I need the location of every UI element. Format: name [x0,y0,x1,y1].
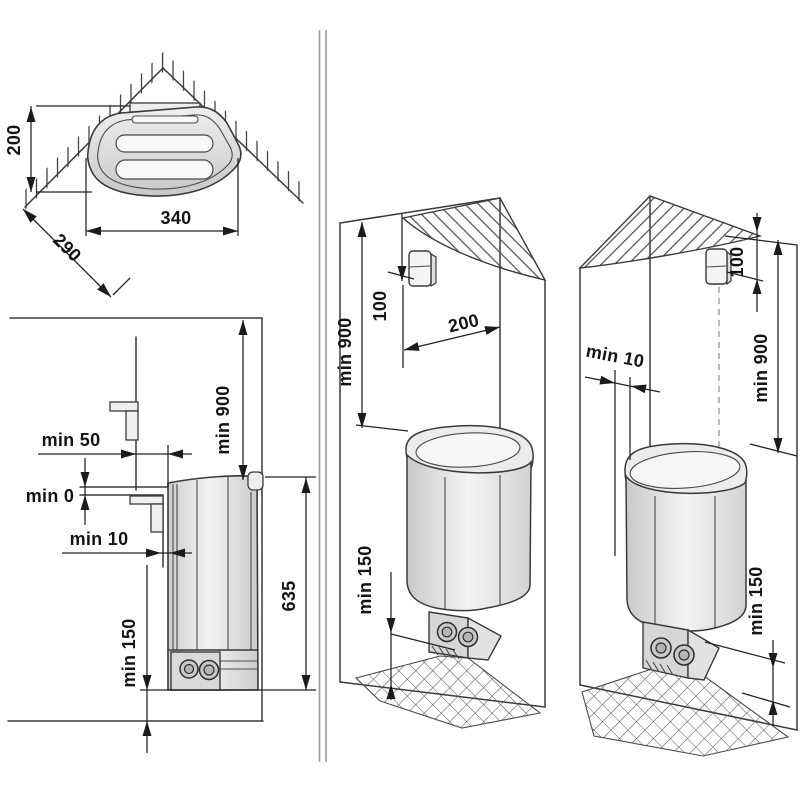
dim-plan-depth: 200 [4,105,130,193]
ceiling-edge-line [339,197,501,224]
dim-min50-label: min 50 [42,430,101,450]
control-knob [179,659,199,679]
dim-min0: min 0 [26,458,90,525]
mounting-rail-lower [129,495,164,533]
dim-min150-wall: min 150 [704,566,791,726]
control-knob [198,659,220,681]
heater-opening [629,451,741,489]
element-slot-middle [115,134,214,153]
dim-min10-wall-label: min 10 [584,341,646,372]
dim-min0-label: min 0 [26,486,75,506]
dim-min150-wall-label: min 150 [746,566,766,635]
panel-divider [318,30,327,762]
dim-100-corner: 100 [370,214,415,368]
dim-min150-side-label: min 150 [119,618,139,687]
dim-min150-corner: min 150 [355,545,456,700]
thermostat-sensor [408,250,437,288]
rim-lip [247,471,264,491]
heater-opening [415,432,521,468]
mounting-rail-upper [109,401,139,441]
dim-min900-corner: min 900 [335,222,409,432]
dim-min10-side: min 10 [62,529,192,558]
heater-body [625,473,747,632]
front-view-corner: min 900 100 200 min 150 [335,197,547,729]
heater-side-profile [167,471,264,691]
control-knob [673,644,695,666]
dim-100-corner-label: 100 [370,291,390,322]
vent-grille [431,645,460,660]
vent-grille [645,659,674,676]
heater-front-wall [624,442,748,681]
dim-min900-wall: min 900 [749,240,798,457]
dim-min900-wall-label: min 900 [751,333,771,402]
element-slot-bottom [115,159,214,180]
dim-min10-side-label: min 10 [70,529,129,549]
dim-plan-width-label: 340 [161,208,192,228]
dim-min150-side: min 150 [119,565,152,753]
dim-635-label: 635 [279,581,299,612]
dim-min150-corner-label: min 150 [355,545,375,614]
heater-plan [86,102,242,197]
control-knob [436,621,458,643]
control-knob [457,626,479,648]
heater-front-corner [405,424,534,661]
dim-635: 635 [140,476,316,691]
floor-hatch-area [354,655,542,729]
dim-plan-diagonal: 290 [22,208,131,298]
floor-hatch-area [581,667,790,757]
dim-plan-diagonal-label: 290 [49,230,85,266]
dim-200-corner: 200 [403,310,501,351]
wall-hatch-right [163,51,303,205]
dim-min900-side: min 900 [213,320,248,480]
front-view-wall: min 10 100 min 900 min 150 [578,195,798,757]
dim-min50: min 50 [38,430,192,487]
top-view-corner-plan: 200 340 290 [4,51,304,298]
ceiling-extension-line [724,235,798,246]
thermostat-sensor [705,248,732,286]
dim-plan-depth-label: 200 [4,125,24,156]
dim-min900-corner-label: min 900 [335,317,355,386]
dim-100-wall: 100 [726,213,764,312]
control-knob [650,637,672,659]
element-slot-top [131,115,199,124]
ceiling-hatch-wedge [401,197,547,282]
dim-min900-side-label: min 900 [213,385,233,454]
ceiling-hatch-wedge [578,195,763,269]
dim-100-wall-label: 100 [727,247,747,278]
heater-body [167,475,259,691]
side-view: min 50 min 0 min 10 min 900 635 [7,317,316,753]
heater-body [406,453,532,612]
dim-plan-width: 340 [85,158,239,236]
